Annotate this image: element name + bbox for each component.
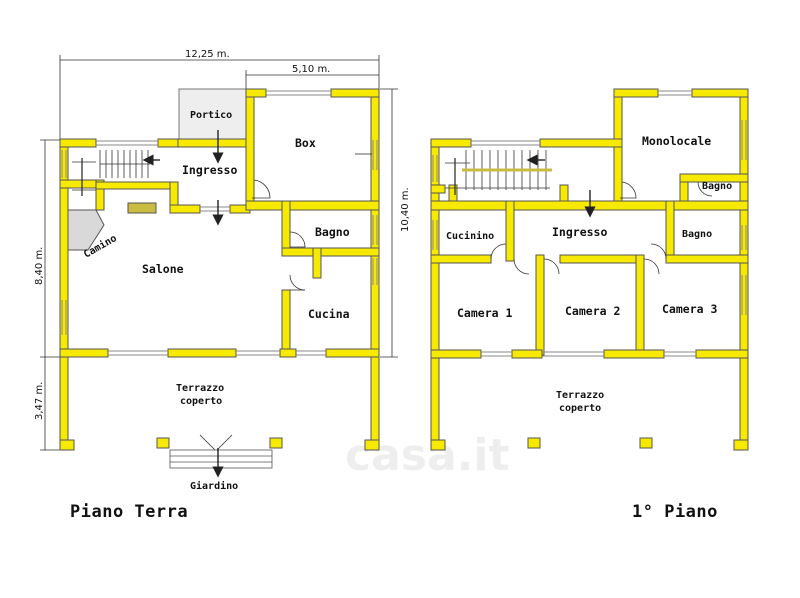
room-label-terrazzo-first-1: Terrazzo — [556, 390, 604, 401]
room-label-ingresso-first: Ingresso — [552, 225, 607, 239]
room-label-cucinino: Cucinino — [446, 230, 494, 242]
first-floor-title: 1° Piano — [632, 502, 718, 522]
dim-total-width: 12,25 m. — [185, 49, 230, 60]
ground-walls — [59, 88, 380, 451]
dim-box-width: 5,10 m. — [292, 64, 330, 75]
portico-area — [178, 88, 247, 140]
room-label-ingresso: Ingresso — [182, 163, 237, 177]
room-label-box: Box — [295, 136, 316, 150]
dim-total-depth: 10,40 m. — [400, 187, 411, 232]
ground-windows — [61, 90, 378, 356]
room-label-salone: Salone — [142, 262, 184, 276]
first-doors — [490, 181, 713, 275]
room-label-terrazzo-first-2: coperto — [559, 403, 601, 414]
first-arrows — [526, 154, 596, 218]
room-label-cucina: Cucina — [308, 307, 350, 321]
watermark: casa.it — [345, 430, 509, 481]
room-label-terrazzo-ground-2: coperto — [180, 396, 222, 407]
room-label-bagno-first: Bagno — [682, 229, 712, 240]
ground-arrows — [142, 130, 372, 478]
dim-depth: 8,40 m. — [34, 247, 45, 285]
room-label-bagno-ground: Bagno — [315, 225, 350, 239]
fireplace-shape — [67, 209, 105, 251]
room-label-bagno-small: Bagno — [702, 181, 732, 192]
dim-terrace-depth: 3,47 m. — [34, 382, 45, 420]
ground-doors — [199, 179, 306, 451]
room-label-portico: Portico — [190, 109, 232, 121]
ground-dimension-lines — [40, 55, 398, 451]
first-floor-plan: Monolocale Bagno Cucinino Ingresso Bagno… — [430, 88, 749, 451]
first-windows — [432, 90, 747, 357]
ground-floor-plan: 12,25 m. 5,10 m. 8,40 m. 3,47 m. 10,40 m… — [34, 49, 411, 492]
room-label-terrazzo-ground-1: Terrazzo — [176, 383, 224, 394]
room-label-camera1: Camera 1 — [457, 306, 512, 320]
room-label-camera3: Camera 3 — [662, 302, 717, 316]
ground-stairs — [72, 150, 150, 196]
ground-terrace-steps — [169, 449, 273, 469]
ground-floor-title: Piano Terra — [70, 502, 188, 522]
room-label-monolocale: Monolocale — [642, 134, 711, 148]
first-stairs — [445, 150, 550, 195]
room-label-giardino: Giardino — [190, 480, 238, 492]
room-label-camera2: Camera 2 — [565, 304, 620, 318]
